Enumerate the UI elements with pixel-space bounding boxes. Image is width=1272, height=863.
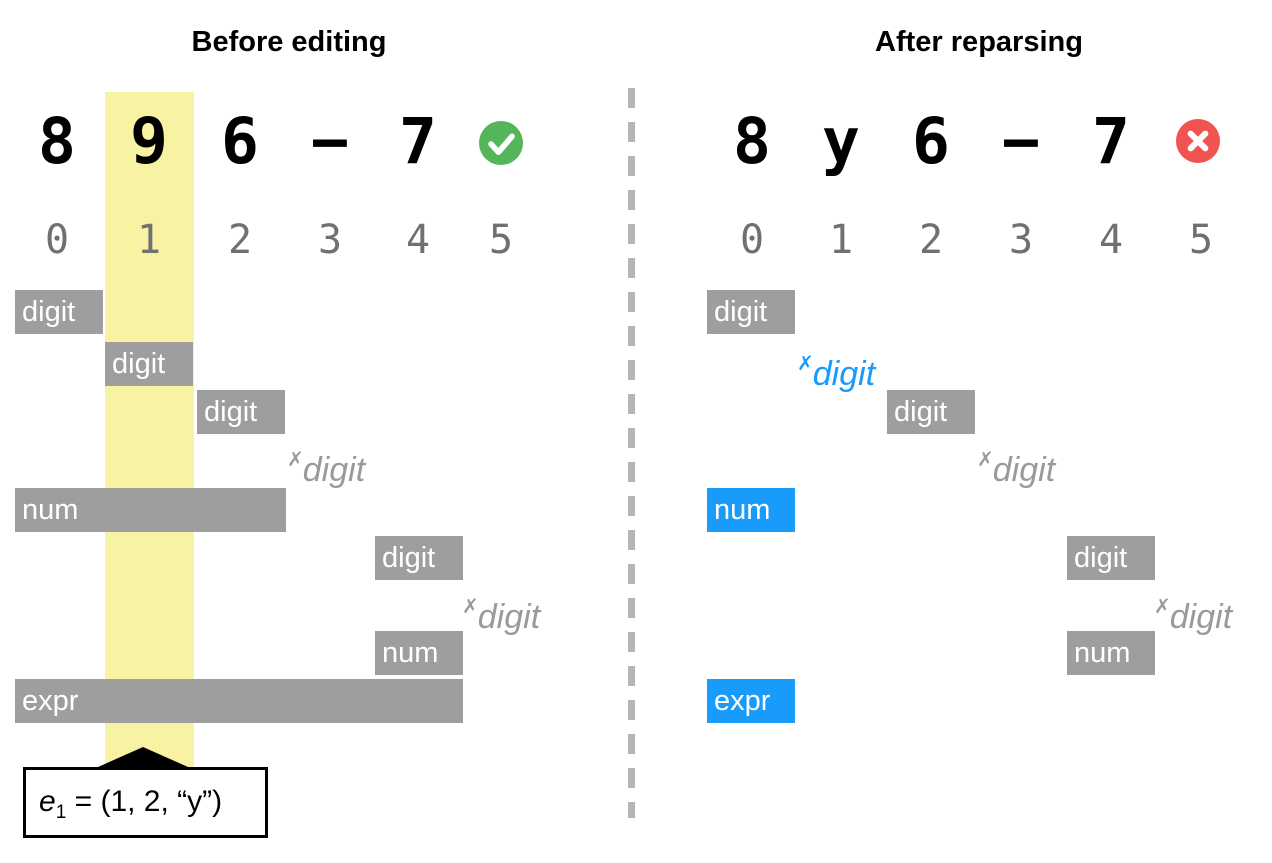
- parse-node-digit-at-1: digit: [105, 342, 193, 386]
- failed-rule-label: digit: [812, 355, 876, 393]
- before-title: Before editing: [191, 26, 387, 58]
- edit-var: e: [39, 785, 56, 818]
- failed-parse-digit-at-5: ✗digit: [462, 581, 541, 636]
- failed-parse-digit-at-5: ✗digit: [1154, 581, 1233, 636]
- edit-value: = (1, 2, “y”): [66, 785, 223, 818]
- failed-rule-label: digit: [302, 451, 366, 489]
- parse-node-digit-at-4: digit: [375, 536, 463, 580]
- parse-node-num-at-0: num: [15, 488, 286, 532]
- edit-var-subscript: 1: [55, 802, 67, 823]
- index-0: 0: [44, 217, 70, 263]
- parse-node-digit-at-2: digit: [197, 390, 285, 434]
- token-char-2: 6: [221, 105, 259, 178]
- after-title: After reparsing: [875, 26, 1083, 58]
- index-4: 4: [405, 217, 431, 263]
- edit-annotation: e1 = (1, 2, “y”): [23, 767, 268, 838]
- parse-node-expr-new: expr: [707, 679, 795, 723]
- parse-node-digit-at-0: digit: [707, 290, 795, 334]
- token-char-0: 8: [38, 105, 76, 178]
- error-x-icon: [1176, 119, 1220, 163]
- edit-cursor-arrow: [98, 747, 188, 767]
- fail-x-icon: ✗: [797, 353, 814, 375]
- edited-column-highlight: [105, 92, 194, 768]
- failed-parse-digit-at-1-new: ✗digit: [797, 338, 876, 393]
- failed-parse-digit-at-3: ✗digit: [977, 434, 1056, 489]
- index-3: 3: [317, 217, 343, 263]
- index-5: 5: [1188, 217, 1214, 263]
- parse-node-digit-at-2: digit: [887, 390, 975, 434]
- index-1: 1: [828, 217, 854, 263]
- fail-x-icon: ✗: [1154, 596, 1171, 618]
- fail-x-icon: ✗: [287, 449, 304, 471]
- parse-node-digit-at-4: digit: [1067, 536, 1155, 580]
- token-char-4: 7: [399, 105, 437, 178]
- index-2: 2: [227, 217, 253, 263]
- token-char-3: −: [1002, 105, 1040, 178]
- parse-node-num-at-0-new: num: [707, 488, 795, 532]
- failed-rule-label: digit: [477, 598, 541, 636]
- failed-rule-label: digit: [992, 451, 1056, 489]
- fail-x-icon: ✗: [462, 596, 479, 618]
- parse-node-num-at-4: num: [1067, 631, 1155, 675]
- index-5: 5: [488, 217, 514, 263]
- index-0: 0: [739, 217, 765, 263]
- index-1: 1: [136, 217, 162, 263]
- token-char-2: 6: [912, 105, 950, 178]
- token-char-0: 8: [733, 105, 771, 178]
- success-check-icon: [479, 121, 523, 165]
- fail-x-icon: ✗: [977, 449, 994, 471]
- failed-rule-label: digit: [1169, 598, 1233, 636]
- index-3: 3: [1008, 217, 1034, 263]
- parse-node-digit-at-0: digit: [15, 290, 103, 334]
- token-char-4: 7: [1092, 105, 1130, 178]
- index-2: 2: [918, 217, 944, 263]
- token-char-1: y: [822, 105, 860, 178]
- token-char-1: 9: [130, 105, 168, 178]
- parse-node-expr: expr: [15, 679, 463, 723]
- token-char-3: −: [311, 105, 349, 178]
- index-4: 4: [1098, 217, 1124, 263]
- panel-divider: [628, 88, 635, 818]
- parse-node-num-at-4: num: [375, 631, 463, 675]
- failed-parse-digit-at-3: ✗digit: [287, 434, 366, 489]
